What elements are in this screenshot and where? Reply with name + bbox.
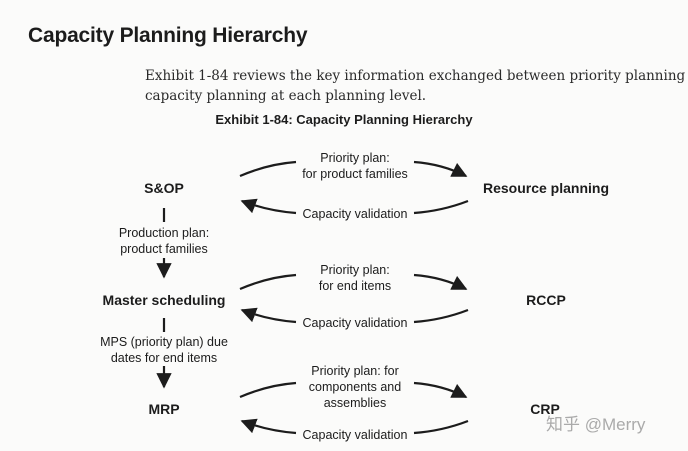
node-sop: S&OP xyxy=(144,180,184,196)
node-rccp: RCCP xyxy=(526,292,566,308)
priority-arrow-1 xyxy=(239,160,297,178)
capacity-arrow-1-tail xyxy=(413,199,469,215)
priority-label-1-line-2: for product families xyxy=(302,167,408,181)
down-label-2-line-2: dates for end items xyxy=(110,351,218,365)
priority-label-3-line-1: Priority plan: for xyxy=(311,364,399,378)
priority-arrow-1-head xyxy=(413,160,468,177)
capacity-label-1: Capacity validation xyxy=(302,207,408,221)
capacity-arrow-3-tail xyxy=(413,419,469,435)
down-label-1-line-1: Production plan: xyxy=(118,226,210,240)
priority-arrow-3 xyxy=(239,381,297,399)
node-resource-planning: Resource planning xyxy=(482,180,610,196)
capacity-arrow-3 xyxy=(240,418,297,435)
priority-label-1-line-1: Priority plan: xyxy=(320,151,390,165)
priority-label-3: Priority plan: for components and assemb… xyxy=(280,363,430,411)
down-label-1: Production plan: product families xyxy=(94,225,234,257)
capacity-label-3: Capacity validation xyxy=(302,428,408,442)
node-master-scheduling: Master scheduling xyxy=(102,292,226,308)
exhibit-title: Exhibit 1-84: Capacity Planning Hierarch… xyxy=(215,112,473,127)
capacity-label-2: Capacity validation xyxy=(302,316,408,330)
capacity-arrow-2-tail xyxy=(413,308,469,324)
intro-line-2: capacity planning at each planning level… xyxy=(145,88,427,104)
priority-label-1: Priority plan: for product families xyxy=(280,150,430,182)
intro-paragraph: Exhibit 1-84 reviews the key information… xyxy=(145,66,688,106)
priority-arrow-2-head xyxy=(413,273,468,290)
node-crp: CRP xyxy=(530,401,560,417)
priority-label-2-line-2: for end items xyxy=(318,279,392,293)
priority-label-2: Priority plan: for end items xyxy=(280,262,430,294)
priority-arrow-3-head xyxy=(413,381,468,398)
down-label-2: MPS (priority plan) due dates for end it… xyxy=(84,334,244,366)
page-heading: Capacity Planning Hierarchy xyxy=(28,24,308,47)
watermark: 知乎 @Merry xyxy=(546,415,646,434)
capacity-arrow-1 xyxy=(240,198,297,215)
priority-label-3-line-3: assemblies xyxy=(323,396,387,410)
priority-label-2-line-1: Priority plan: xyxy=(320,263,390,277)
down-label-2-line-1: MPS (priority plan) due xyxy=(100,335,228,349)
priority-arrow-2 xyxy=(239,273,297,291)
down-label-1-line-2: product families xyxy=(120,242,208,256)
intro-line-1: Exhibit 1-84 reviews the key information… xyxy=(145,68,688,84)
capacity-arrow-2 xyxy=(240,307,297,324)
priority-label-3-line-2: components and xyxy=(308,380,402,394)
node-mrp: MRP xyxy=(148,401,180,417)
